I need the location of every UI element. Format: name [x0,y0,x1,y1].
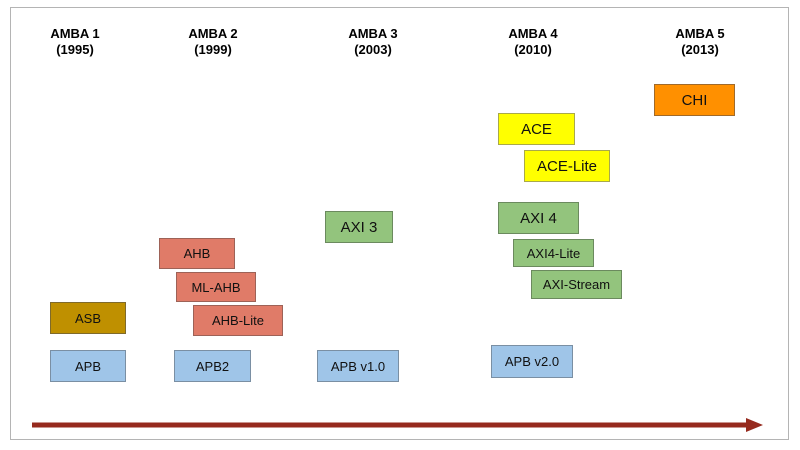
protocol-box-apb-v2: APB v2.0 [491,345,573,378]
era-year: (2010) [514,42,552,57]
protocol-box-axi-stream: AXI-Stream [531,270,622,299]
protocol-box-apb2: APB2 [174,350,251,382]
era-header-amba-3: AMBA 3 (2003) [318,26,428,58]
era-name: AMBA 4 [508,26,558,41]
era-year: (1999) [194,42,232,57]
protocol-box-chi: CHI [654,84,735,116]
protocol-box-apb: APB [50,350,126,382]
protocol-box-axi3: AXI 3 [325,211,393,243]
protocol-box-ml-ahb: ML-AHB [176,272,256,302]
era-header-amba-4: AMBA 4 (2010) [478,26,588,58]
timeline-arrow-head [746,418,763,432]
protocol-box-apb-v1: APB v1.0 [317,350,399,382]
era-header-amba-2: AMBA 2 (1999) [158,26,268,58]
protocol-box-ahb: AHB [159,238,235,269]
era-name: AMBA 1 [50,26,100,41]
protocol-box-axi4-lite: AXI4-Lite [513,239,594,267]
era-name: AMBA 2 [188,26,238,41]
protocol-box-axi4: AXI 4 [498,202,579,234]
era-year: (2003) [354,42,392,57]
era-name: AMBA 5 [675,26,725,41]
era-year: (1995) [56,42,94,57]
protocol-box-ahb-lite: AHB-Lite [193,305,283,336]
era-name: AMBA 3 [348,26,398,41]
protocol-box-ace: ACE [498,113,575,145]
diagram-frame [10,7,789,440]
era-header-amba-5: AMBA 5 (2013) [645,26,755,58]
protocol-box-ace-lite: ACE-Lite [524,150,610,182]
era-header-amba-1: AMBA 1 (1995) [20,26,130,58]
protocol-box-asb: ASB [50,302,126,334]
era-year: (2013) [681,42,719,57]
